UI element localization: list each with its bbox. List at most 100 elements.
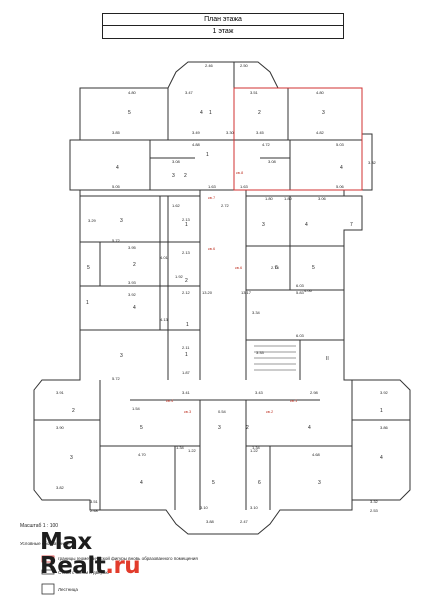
dimension-label: 3.34 xyxy=(252,310,260,315)
dimension-label: 2.72 xyxy=(221,203,229,208)
room-number: 5 xyxy=(312,265,315,271)
room-number: 7 xyxy=(350,222,353,228)
dimension-label: 1.22 xyxy=(250,448,258,453)
dimension-label: 2.13 xyxy=(182,250,190,255)
dimension-label: 2.47 xyxy=(240,519,248,524)
room-number: 4 xyxy=(133,305,136,311)
dimension-label: 4.80 xyxy=(128,90,136,95)
dimension-label: 2.11 xyxy=(182,345,190,350)
dimension-label: 1.63 xyxy=(208,184,216,189)
legend-item-wall: Стена с окном и дверью xyxy=(58,570,109,575)
dimension-label: 3.29 xyxy=(88,218,96,223)
dimension-label: 1.22 xyxy=(188,448,196,453)
room-number: 2 xyxy=(185,278,188,284)
floor-label: 1 этаж xyxy=(212,28,234,35)
dimension-label: 13.20 xyxy=(202,290,213,295)
dimension-label: 1.34 xyxy=(252,445,260,450)
plan-title: План этажа xyxy=(103,14,343,26)
flat-label: кв.7 xyxy=(208,195,216,200)
room-number: 4 xyxy=(140,480,143,486)
room-number: 3 xyxy=(70,455,73,461)
dimension-label: 3.92 xyxy=(380,390,388,395)
room-number: 4 xyxy=(116,165,119,171)
dimension-label: 3.90 xyxy=(56,425,64,430)
room-number: 2 xyxy=(72,408,75,414)
dimension-label: 0.54 xyxy=(218,409,226,414)
room-number: 3 xyxy=(120,218,123,224)
dimension-label: 2.13 xyxy=(182,217,190,222)
dimension-label: 3.30 xyxy=(226,130,234,135)
dimension-label: 1.87 xyxy=(182,370,190,375)
room-number: 1 xyxy=(185,352,188,358)
dimension-label: 3.92 xyxy=(128,292,136,297)
maxrealt-watermark-logo: Max Realt.ru xyxy=(40,530,141,578)
flat-label: кв.6 xyxy=(208,246,216,251)
room-number: 4 xyxy=(305,222,308,228)
room-number: II xyxy=(326,356,329,362)
dimension-label: 4.72 xyxy=(262,142,270,147)
dimension-label: 6.03 xyxy=(296,333,304,338)
dimension-label: 3.32 xyxy=(370,499,378,504)
dimension-label: 3.85 xyxy=(112,130,120,135)
dimension-label: 4.06 xyxy=(304,288,312,293)
room-number: 1 xyxy=(209,110,212,116)
dimension-label: 1.80 xyxy=(284,196,292,201)
room-number: 1 xyxy=(86,300,89,306)
dimension-label: 2.98 xyxy=(310,390,318,395)
room-number: 4 xyxy=(200,110,203,116)
dimension-label: 3.45 xyxy=(256,130,264,135)
room-number: 5 xyxy=(212,480,215,486)
dimension-label: 4.82 xyxy=(316,130,324,135)
dimension-label: 5.72 xyxy=(112,238,120,243)
flat-label: кв.3 xyxy=(184,409,192,414)
legend-red-box xyxy=(41,555,55,563)
building-outline xyxy=(33,61,411,535)
dimension-label: 1.54 xyxy=(132,406,140,411)
room-number: 3 xyxy=(318,480,321,486)
dimension-label: 3.41 xyxy=(182,390,190,395)
dimension-label: 3.10 xyxy=(200,505,208,510)
room-number: 5 xyxy=(128,110,131,116)
title-box: План этажа 1 этаж xyxy=(102,13,344,39)
dimension-label: 4.68 xyxy=(312,452,320,457)
highlighted-flat-outline xyxy=(233,87,363,191)
legend-stairs-symbol xyxy=(41,583,55,595)
room-number: 2 xyxy=(246,425,249,431)
dimension-label: 3.33 xyxy=(256,350,264,355)
dimension-label: 13.17 xyxy=(241,290,252,295)
dimension-label: 3.47 xyxy=(185,90,193,95)
room-number: 4 xyxy=(340,165,343,171)
dimension-label: 3.95 xyxy=(128,245,136,250)
dimension-label: 2.46 xyxy=(205,63,213,68)
legend-item-boundary: границы геометрической фигуры вновь обра… xyxy=(58,556,198,561)
flat-label: кв.2 xyxy=(266,409,274,414)
dimension-label: 1.63 xyxy=(240,184,248,189)
dimension-label: 3.08 xyxy=(172,159,180,164)
room-number: 1 xyxy=(185,222,188,228)
dimension-label: 1.62 xyxy=(172,203,180,208)
dimension-label: 3.86 xyxy=(380,425,388,430)
room-number: 6 xyxy=(275,265,278,271)
dimension-label: 3.91 xyxy=(56,390,64,395)
legend-wall-symbol xyxy=(41,569,55,575)
dimension-label: 4.01 xyxy=(160,255,168,260)
dimension-label: 5.05 xyxy=(112,184,120,189)
dimension-label: 2.12 xyxy=(182,290,190,295)
room-number: 3 xyxy=(120,353,123,359)
room-number: 4 xyxy=(380,455,383,461)
dimension-label: 3.08 xyxy=(268,159,276,164)
flat-label: кв.4 xyxy=(166,398,174,403)
room-number: 3 xyxy=(218,425,221,431)
legend-item-stairs: Лестница xyxy=(58,587,78,592)
room-number: 1 xyxy=(186,322,189,328)
room-number: 2 xyxy=(133,262,136,268)
dimension-label: 1.34 xyxy=(176,445,184,450)
dimension-label: 3.88 xyxy=(206,519,214,524)
dimension-label: 1.92 xyxy=(175,274,183,279)
dimension-label: 3.51 xyxy=(90,499,98,504)
dimension-label: 6.03 xyxy=(296,283,304,288)
room-number: 5 xyxy=(87,265,90,271)
room-number: 4 xyxy=(308,425,311,431)
